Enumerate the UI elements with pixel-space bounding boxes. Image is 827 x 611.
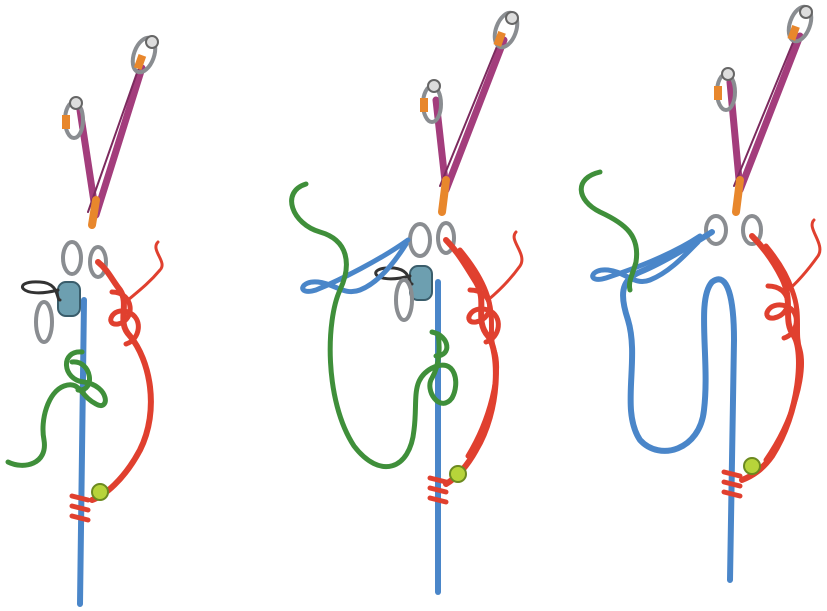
green-cord: [8, 352, 105, 465]
green-cord: [292, 184, 456, 467]
black-cord: [22, 282, 60, 300]
purple-sling-strand: [440, 44, 498, 186]
red-knot: [111, 292, 139, 344]
master-point: [736, 180, 740, 212]
carabiner-icon: [128, 35, 159, 76]
red-rope: [92, 262, 151, 500]
carabiner-icon: [36, 302, 52, 342]
carabiner-icon: [63, 242, 81, 274]
red-tail: [128, 242, 162, 300]
purple-sling-strand: [734, 40, 794, 186]
panel-1: [8, 35, 162, 604]
carabiner-icon: [706, 216, 726, 244]
carabiner-icon: [490, 10, 521, 51]
purple-sling: [80, 68, 142, 215]
blue-tie-off: [303, 240, 408, 292]
carabiner-icon: [396, 280, 412, 320]
red-wraps: [430, 478, 446, 502]
master-point: [92, 200, 96, 225]
red-wraps: [72, 496, 88, 520]
lime-knot: [450, 466, 466, 482]
master-point: [442, 180, 446, 212]
purple-sling-strand: [88, 70, 138, 212]
red-rope: [742, 236, 799, 480]
blue-tie-off: [593, 236, 700, 281]
red-wraps: [724, 472, 740, 496]
red-tail: [488, 232, 522, 300]
lime-knot: [92, 484, 108, 500]
carabiner-icon: [784, 4, 815, 45]
panel-3: [581, 4, 820, 580]
carabiner-icon: [410, 224, 430, 256]
belay-device-icon: [58, 282, 80, 316]
panel-2: [292, 10, 522, 592]
lime-knot: [744, 458, 760, 474]
blue-rope: [80, 300, 84, 604]
blue-rope: [623, 232, 734, 580]
red-rope-strand: [460, 250, 496, 456]
